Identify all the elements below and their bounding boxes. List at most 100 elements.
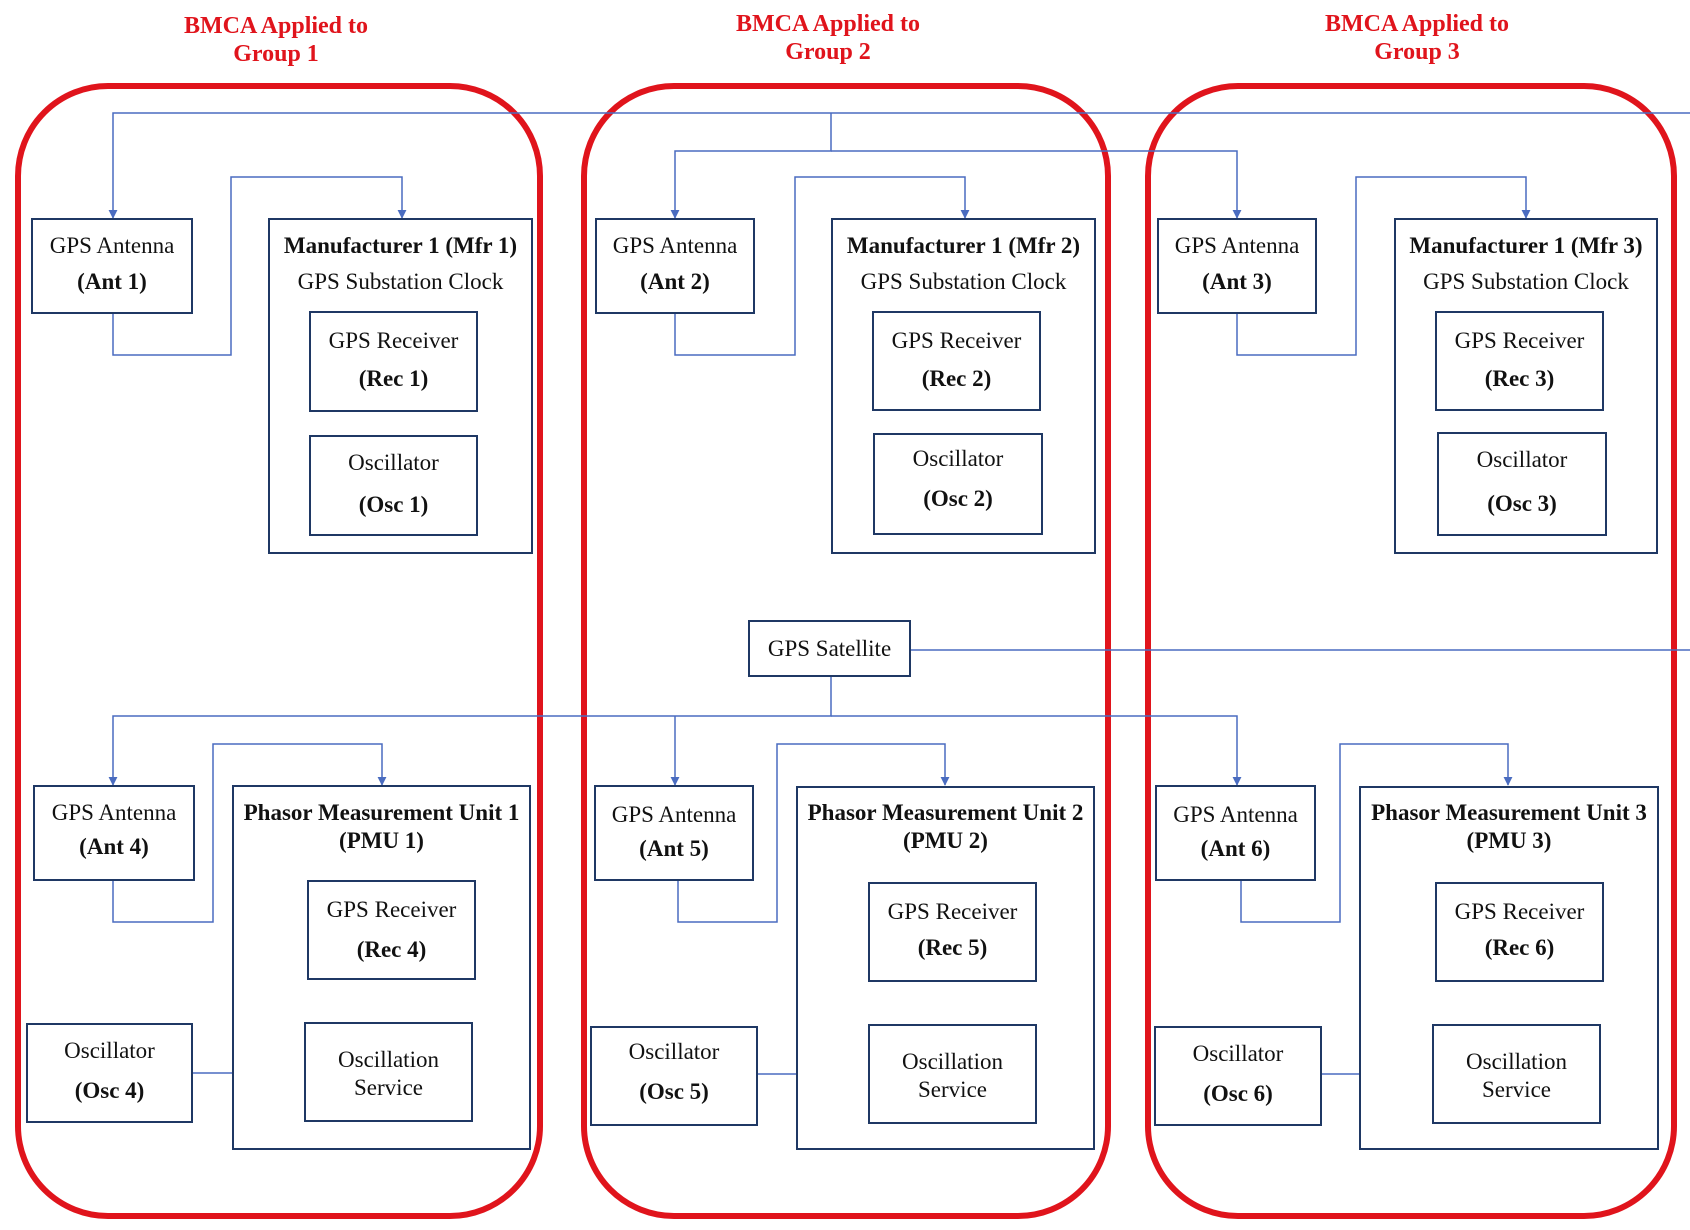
antenna-label: GPS Antenna [49,233,175,258]
antenna-label: GPS Antenna [1174,233,1300,258]
oscillator-label: Oscillator [348,450,439,475]
group-1-title-line2: Group 1 [233,41,319,67]
service-line1: Oscillation [902,1049,1003,1074]
pmu-id: (PMU 3) [1466,828,1552,853]
oscillator-label: Oscillator [1476,447,1568,472]
gps-satellite: GPS Satellite [748,620,911,677]
service-line2: Service [918,1077,987,1102]
ant1-to-mfr1 [112,176,407,356]
group-2-title-line1: BMCA Applied to [735,11,921,37]
clock-title: Manufacturer 1 (Mfr 1) [283,233,518,258]
oscillator-label: Oscillator [912,446,1004,471]
gps-receiver-4: GPS Receiver (Rec 4) [307,880,476,980]
oscillator-2: Oscillator (Osc 2) [873,433,1043,535]
gps-receiver-1: GPS Receiver (Rec 1) [309,311,478,412]
gps-receiver-6: GPS Receiver (Rec 6) [1435,882,1604,982]
receiver-id: (Rec 4) [356,937,427,962]
group-2-outline [581,83,1111,1219]
sat-bus-top-branch [670,113,832,219]
pmu-title: Phasor Measurement Unit 1 [243,800,520,825]
oscillator-label: Oscillator [1192,1041,1284,1066]
antenna-label: GPS Antenna [51,800,177,825]
oscillator-id: (Osc 6) [1203,1081,1273,1106]
clock-subtitle: GPS Substation Clock [860,269,1067,294]
clock-title: Manufacturer 1 (Mfr 2) [846,233,1081,258]
antenna-id: (Ant 1) [77,269,147,294]
gps-antenna-1: GPS Antenna (Ant 1) [31,218,193,314]
oscillator-label: Oscillator [628,1039,720,1064]
antenna-id: (Ant 3) [1202,269,1272,294]
gps-receiver-5: GPS Receiver (Rec 5) [868,882,1037,982]
ant2-to-mfr2 [674,176,970,356]
group-1-outline [15,83,543,1219]
group-1-title-line1: BMCA Applied to [183,13,369,39]
oscillator-4: Oscillator (Osc 4) [26,1023,193,1123]
service-line2: Service [354,1075,423,1100]
group-1-title: BMCA Applied to Group 1 [86,12,466,68]
receiver-id: (Rec 2) [921,366,992,391]
oscillator-3: Oscillator (Osc 3) [1437,432,1607,536]
oscillator-label: Oscillator [64,1038,155,1063]
oscillation-service-1: Oscillation Service [304,1022,473,1122]
pmu-id: (PMU 1) [339,828,424,853]
group-2-title-line2: Group 2 [785,39,871,65]
antenna-id: (Ant 5) [639,836,709,861]
antenna-label: GPS Antenna [1173,802,1298,827]
clock-subtitle: GPS Substation Clock [297,269,504,294]
antenna-label: GPS Antenna [611,802,737,827]
receiver-label: GPS Receiver [328,328,459,353]
sat-bus-bottom-branch-3 [831,715,1242,786]
group-3-title-line2: Group 3 [1374,39,1460,65]
oscillator-id: (Osc 1) [358,492,429,517]
group-3-title-line1: BMCA Applied to [1324,11,1510,37]
oscillation-service-2: Oscillation Service [868,1024,1037,1124]
gps-antenna-2: GPS Antenna (Ant 2) [595,218,755,314]
oscillator-id: (Osc 5) [639,1079,709,1104]
receiver-id: (Rec 3) [1484,366,1555,391]
ant6-to-pmu3 [1240,743,1513,923]
antenna-id: (Ant 6) [1200,836,1271,861]
oscillation-service-3: Oscillation Service [1432,1024,1601,1124]
group-3-outline [1145,83,1677,1219]
gps-receiver-2: GPS Receiver (Rec 2) [872,311,1041,411]
clock-title: Manufacturer 1 (Mfr 3) [1409,233,1643,258]
oscillator-6: Oscillator (Osc 6) [1154,1026,1322,1126]
receiver-id: (Rec 5) [917,935,988,960]
gps-antenna-6: GPS Antenna (Ant 6) [1155,785,1316,881]
ant4-to-pmu1 [112,743,387,923]
receiver-label: GPS Receiver [891,328,1022,353]
sat-bus-top [108,112,1690,219]
receiver-id: (Rec 6) [1484,935,1555,960]
service-line1: Oscillation [338,1047,439,1072]
clock-subtitle: GPS Substation Clock [1423,269,1629,294]
gps-antenna-5: GPS Antenna (Ant 5) [594,785,754,881]
receiver-label: GPS Receiver [1454,328,1585,353]
pmu-title: Phasor Measurement Unit 2 [807,800,1084,825]
service-line2: Service [1482,1077,1551,1102]
pmu-title: Phasor Measurement Unit 3 [1371,800,1647,825]
group-3-title: BMCA Applied to Group 3 [1227,10,1607,66]
antenna-id: (Ant 2) [640,269,710,294]
pmu-id: (PMU 2) [903,828,988,853]
antenna-id: (Ant 4) [79,834,149,859]
receiver-label: GPS Receiver [1454,899,1585,924]
ant5-to-pmu2 [677,743,950,923]
oscillator-id: (Osc 3) [1487,491,1557,516]
receiver-label: GPS Receiver [887,899,1018,924]
sat-bus-bottom [108,677,832,786]
oscillator-5: Oscillator (Osc 5) [590,1026,758,1126]
gps-antenna-4: GPS Antenna (Ant 4) [33,785,195,881]
sat-bus-top-branch-3 [831,150,1242,219]
receiver-id: (Rec 1) [358,366,429,391]
gps-antenna-3: GPS Antenna (Ant 3) [1157,218,1317,314]
oscillator-id: (Osc 2) [923,486,993,511]
antenna-label: GPS Antenna [612,233,738,258]
oscillator-id: (Osc 4) [74,1078,145,1103]
service-line1: Oscillation [1466,1049,1567,1074]
ant3-to-mfr3 [1236,176,1531,356]
oscillator-1: Oscillator (Osc 1) [309,435,478,536]
satellite-label: GPS Satellite [767,636,892,661]
gps-receiver-3: GPS Receiver (Rec 3) [1435,311,1604,411]
receiver-label: GPS Receiver [326,897,457,922]
